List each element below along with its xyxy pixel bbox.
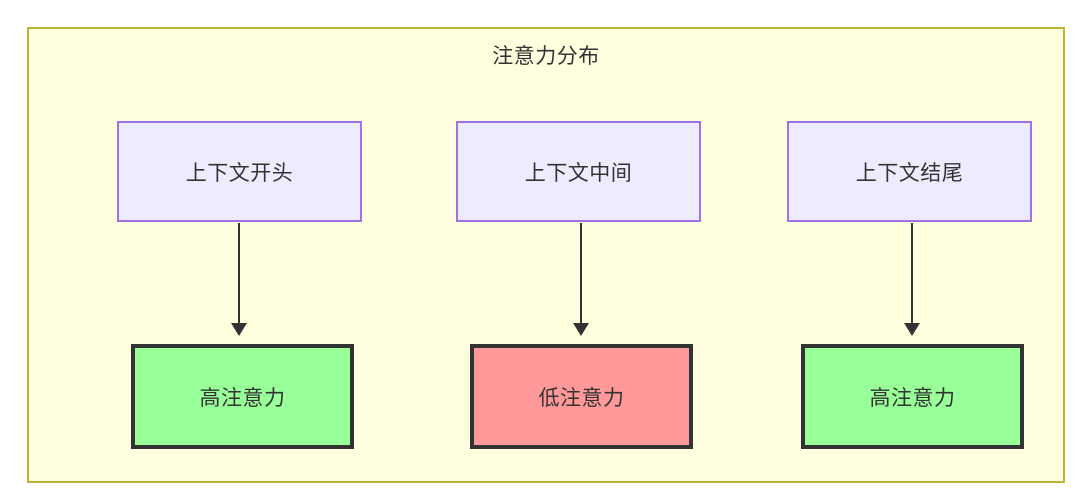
node-label: 高注意力 <box>869 386 956 410</box>
arrow-middle-to-low-attention <box>573 223 589 336</box>
node-context-middle[interactable]: 上下文中间 <box>456 121 701 222</box>
node-context-end[interactable]: 上下文结尾 <box>787 121 1032 222</box>
arrow-head-icon <box>231 323 247 336</box>
arrow-head-icon <box>573 323 589 336</box>
node-label: 上下文开头 <box>185 161 294 185</box>
group-title: 注意力分布 <box>492 45 600 68</box>
node-label: 上下文中间 <box>524 161 633 185</box>
arrow-end-to-high-attention <box>904 223 920 336</box>
attention-distribution-group: 注意力分布 上下文开头 上下文中间 上下文结尾 高注意力 低注意力 高注 <box>27 27 1065 483</box>
node-label: 低注意力 <box>538 386 625 410</box>
arrow-beginning-to-high-attention <box>231 223 247 336</box>
node-context-beginning[interactable]: 上下文开头 <box>117 121 362 222</box>
node-label: 高注意力 <box>199 386 286 410</box>
node-label: 上下文结尾 <box>855 161 964 185</box>
arrow-head-icon <box>904 323 920 336</box>
node-high-attention-left[interactable]: 高注意力 <box>131 344 354 449</box>
node-low-attention-middle[interactable]: 低注意力 <box>470 344 693 449</box>
node-high-attention-right[interactable]: 高注意力 <box>801 344 1024 449</box>
